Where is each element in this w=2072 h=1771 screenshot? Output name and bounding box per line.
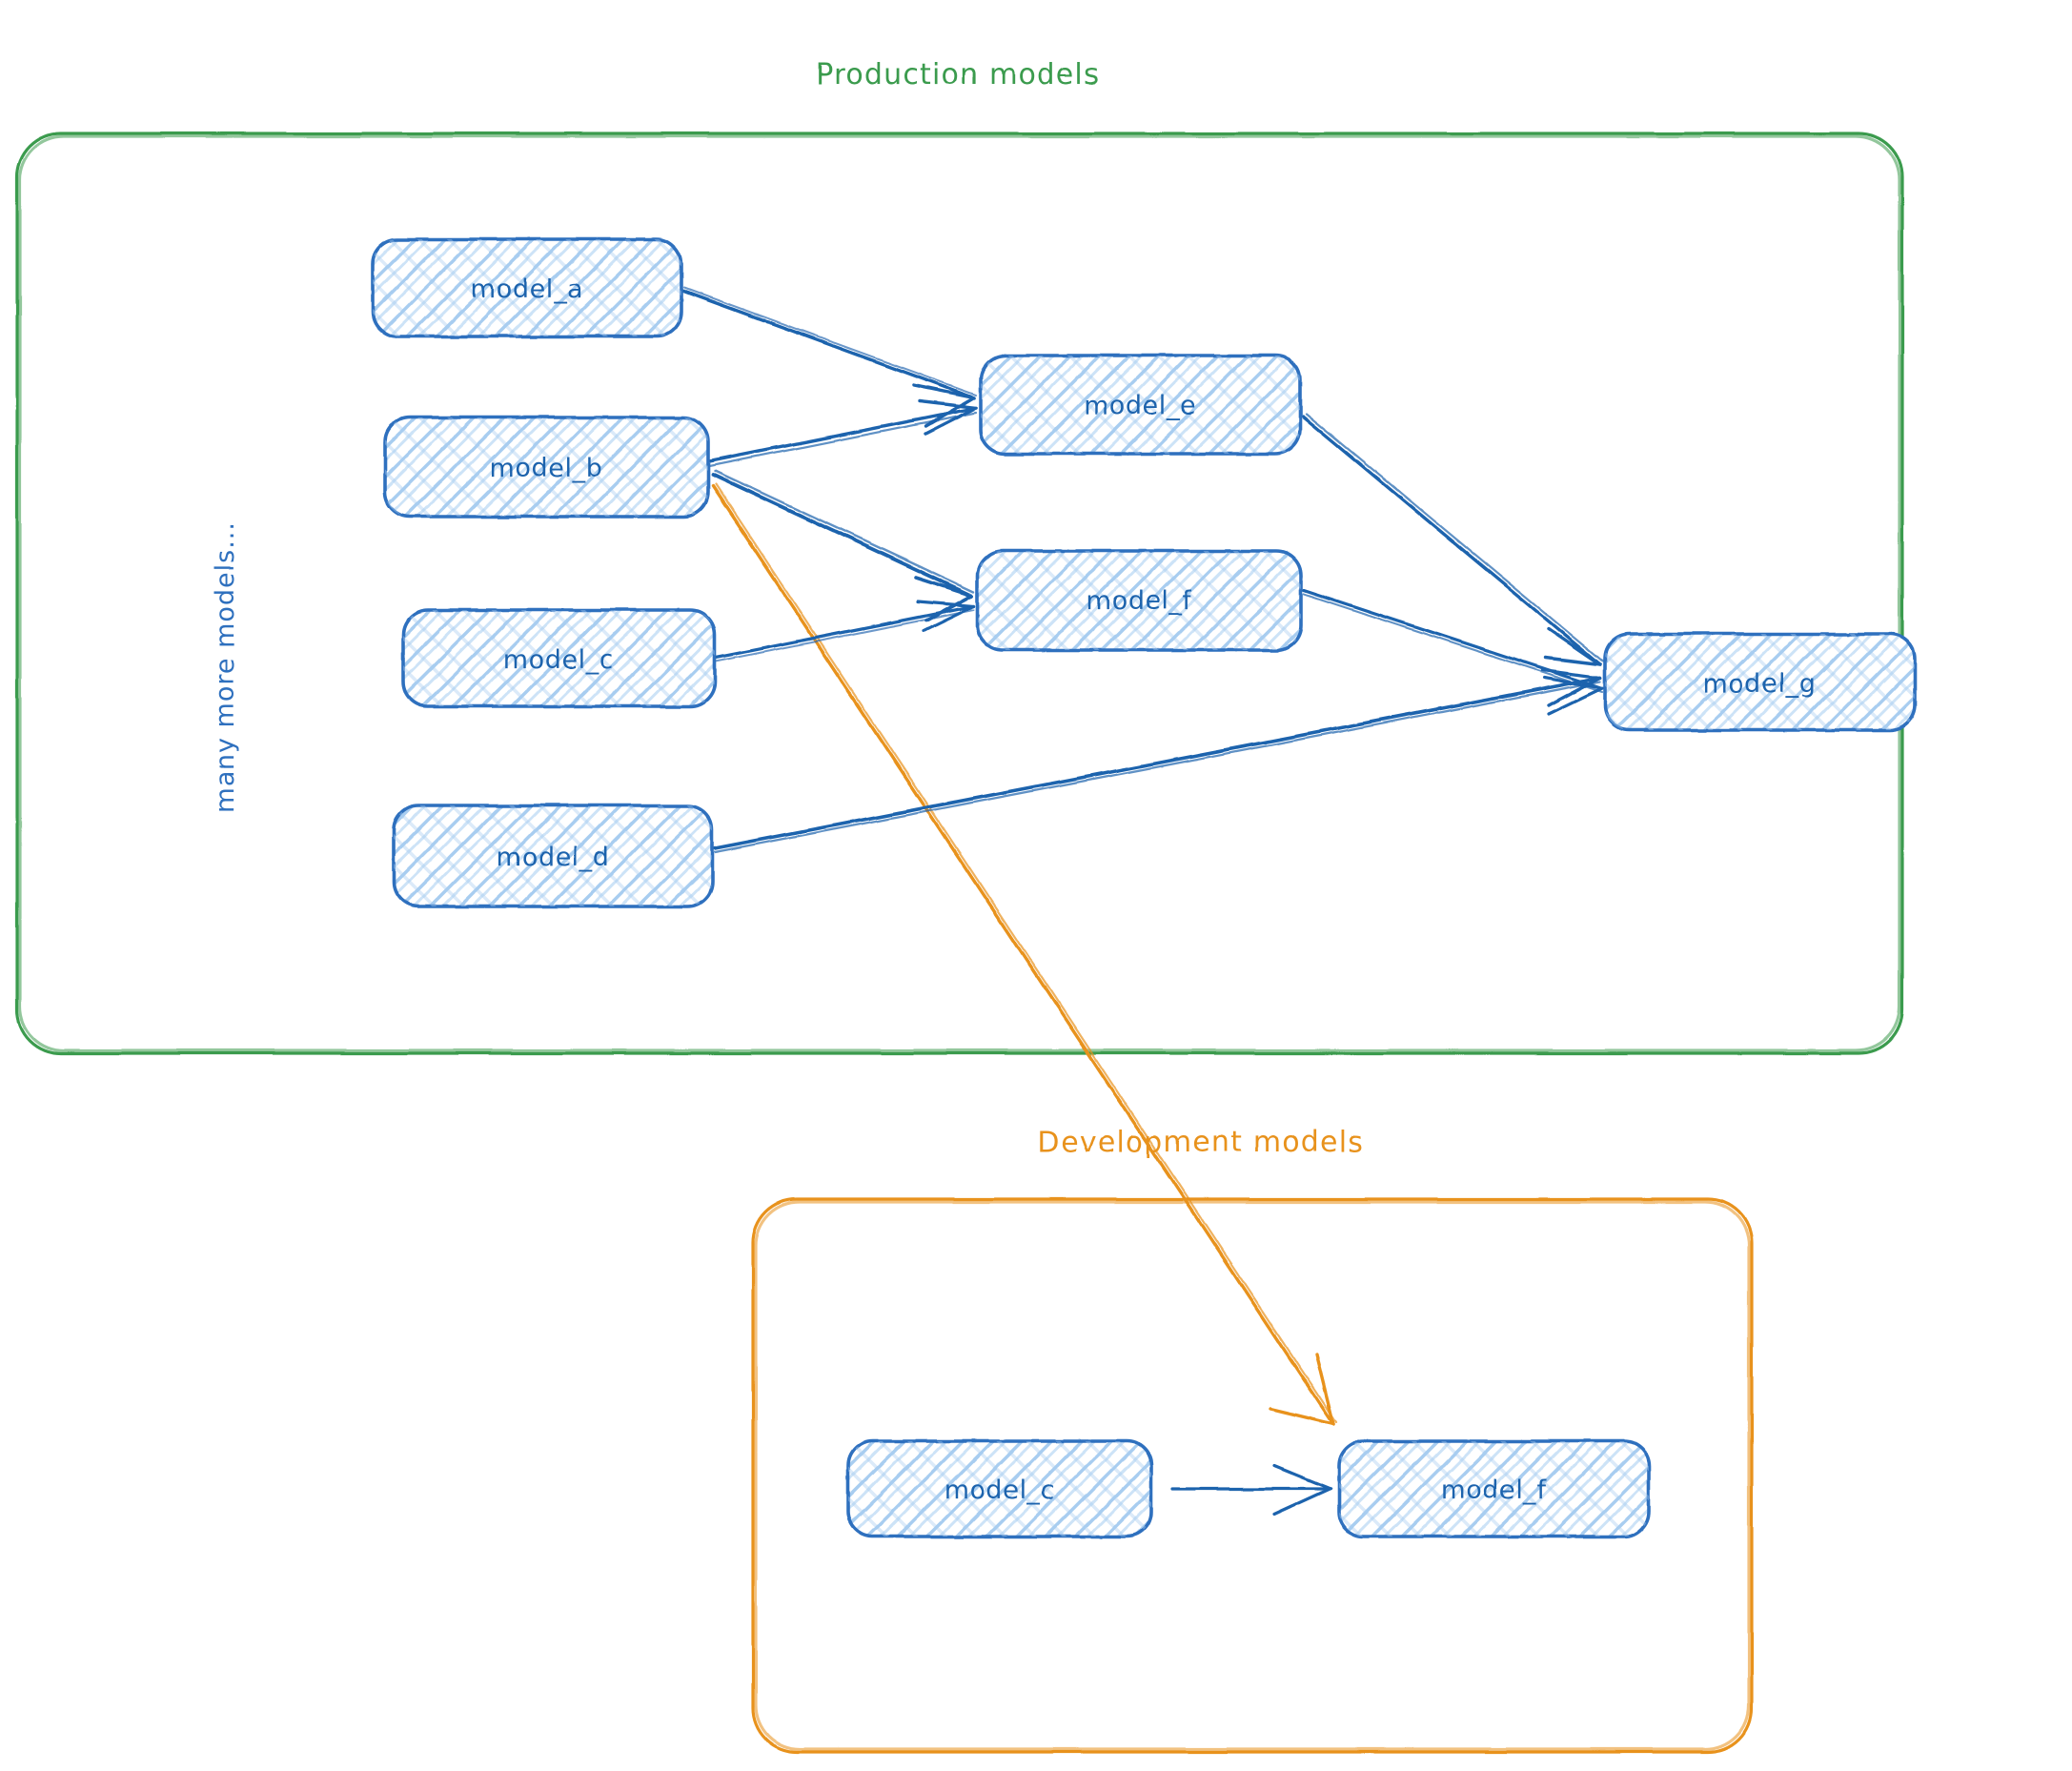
edge-layer: [681, 287, 1605, 1517]
node-dev-model-c[interactable]: model_c: [846, 1439, 1153, 1538]
node-prod-model-d-label: model_d: [497, 843, 610, 872]
edge-b-to-e: [707, 399, 978, 468]
node-prod-model-e-rect-overlay: [981, 356, 1300, 454]
node-layer: model_a model_b model_c model_d mode: [371, 237, 1917, 1538]
group-container-development: Development models: [751, 1126, 1754, 1754]
node-prod-model-g-label: model_g: [1703, 669, 1817, 699]
edge-a-to-e: [681, 287, 977, 428]
node-dev-model-f-label: model_f: [1440, 1476, 1547, 1505]
node-prod-model-g-rect-overlay: [1605, 634, 1915, 730]
node-prod-model-a[interactable]: model_a: [371, 237, 683, 338]
node-prod-model-b-rect-overlay: [385, 417, 708, 517]
development-container-rect-2: [754, 1200, 1751, 1751]
node-prod-model-f[interactable]: model_f: [976, 549, 1303, 652]
node-prod-model-c-rect-overlay: [403, 610, 715, 706]
edge-b-to-f: [711, 469, 976, 622]
node-prod-model-f-label: model_f: [1086, 586, 1192, 616]
edge-d-to-g: [713, 668, 1602, 854]
node-prod-model-e-label: model_e: [1084, 391, 1196, 420]
node-prod-model-e[interactable]: model_e: [979, 354, 1302, 456]
production-container-rect-2: [18, 134, 1901, 1052]
edge-devc-to-devf: [1170, 1464, 1332, 1517]
edge-f-to-g: [1302, 588, 1604, 716]
group-container-production: Production models: [15, 58, 1904, 1055]
node-prod-model-g[interactable]: model_g: [1603, 632, 1917, 732]
node-dev-model-c-rect-overlay: [848, 1441, 1151, 1537]
node-prod-model-d[interactable]: model_d: [392, 804, 714, 908]
node-prod-model-b-label: model_b: [490, 454, 603, 483]
edge-c-to-f: [714, 600, 976, 662]
many-more-models-label: many more models...: [211, 521, 240, 813]
node-dev-model-c-label: model_c: [945, 1476, 1056, 1505]
node-prod-model-f-rect-overlay: [978, 551, 1301, 650]
production-group-title: Production models: [816, 58, 1101, 92]
many-more-models-text: many more models...: [211, 521, 240, 813]
edge-e-to-g: [1301, 412, 1605, 666]
development-container-rect: [751, 1197, 1754, 1754]
development-group-title: Development models: [1038, 1126, 1364, 1159]
node-prod-model-a-label: model_a: [471, 275, 583, 304]
node-prod-model-a-rect-overlay: [373, 239, 681, 336]
node-prod-model-c-label: model_c: [503, 645, 615, 675]
node-prod-model-c[interactable]: model_c: [401, 608, 717, 708]
node-dev-model-f-rect-overlay: [1339, 1441, 1649, 1537]
production-container-rect: [15, 132, 1904, 1055]
node-prod-model-b[interactable]: model_b: [383, 416, 710, 519]
node-dev-model-f[interactable]: model_f: [1337, 1439, 1651, 1538]
node-prod-model-d-rect-overlay: [394, 805, 712, 906]
